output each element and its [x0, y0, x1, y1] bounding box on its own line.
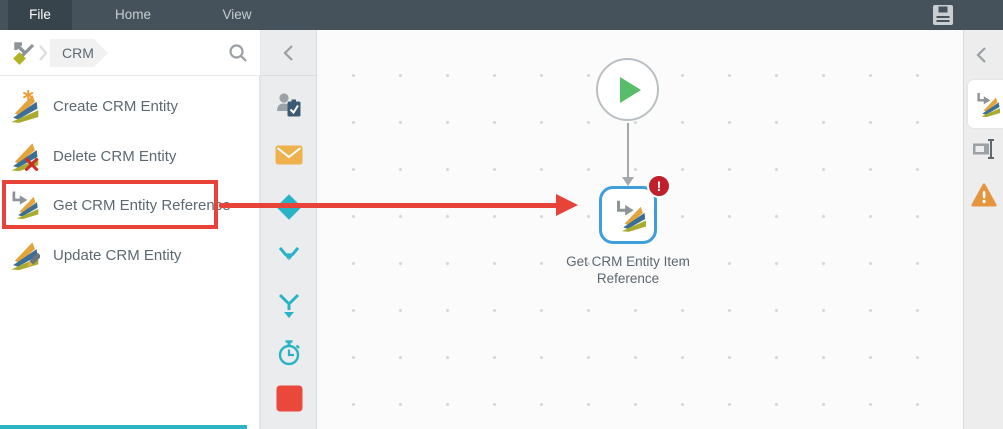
split-branches-icon [278, 247, 300, 261]
node-get-crm-entity-item-reference[interactable] [599, 186, 657, 244]
annotation-arrow-line [219, 203, 558, 208]
save-icon [933, 5, 953, 25]
tool-user-task[interactable] [269, 85, 309, 125]
list-item-update-crm-entity[interactable]: Update CRM Entity [8, 237, 248, 273]
chevron-right-icon [39, 45, 48, 61]
save-button[interactable] [932, 4, 954, 26]
quick-tools-toolbar [260, 30, 317, 429]
menu-bar: File Home View [0, 0, 1003, 30]
workflow-canvas[interactable]: ! Get CRM Entity Item Reference [318, 30, 963, 429]
list-item-get-crm-entity-reference[interactable]: Get CRM Entity Reference [8, 187, 248, 223]
sidebar-tab-warnings[interactable] [971, 183, 997, 212]
list-item-create-crm-entity[interactable]: Create CRM Entity [8, 88, 248, 124]
annotation-arrowhead-icon [556, 194, 578, 216]
breadcrumb: CRM [0, 30, 260, 76]
timer-icon [278, 340, 300, 366]
node-label: Get CRM Entity Item Reference [566, 254, 690, 286]
start-node[interactable] [596, 58, 659, 121]
play-icon [619, 76, 641, 103]
list-item-label: Delete CRM Entity [53, 147, 177, 165]
connector-arrowhead-icon [622, 177, 634, 186]
connector-line [627, 123, 629, 177]
rename-icon [973, 139, 994, 159]
delete-crm-entity-icon [11, 143, 39, 172]
search-icon[interactable] [228, 43, 248, 63]
sidebar-tab-rename[interactable] [972, 137, 996, 166]
tool-timer[interactable] [269, 333, 309, 373]
tab-view[interactable]: View [222, 7, 252, 22]
chevron-left-icon [283, 44, 294, 61]
chevron-left-icon [976, 46, 987, 64]
warning-icon [971, 183, 997, 207]
activities-panel: CRM Create CRM Entity [0, 30, 260, 429]
email-icon [275, 145, 303, 165]
merge-branches-icon [278, 293, 300, 318]
tool-split-branches[interactable] [269, 237, 309, 277]
user-task-icon [277, 93, 301, 117]
activity-icon [972, 89, 1000, 119]
stop-square-icon [276, 385, 302, 411]
list-item-label: Get CRM Entity Reference [53, 196, 231, 214]
tool-merge-branches[interactable] [269, 286, 309, 326]
tab-home[interactable]: Home [114, 7, 151, 22]
tool-email[interactable] [269, 135, 309, 175]
horizontal-scrollbar[interactable] [0, 425, 247, 429]
tool-stop[interactable] [269, 378, 309, 418]
tools-icon[interactable] [12, 40, 38, 66]
update-crm-entity-icon [11, 242, 40, 271]
tab-file[interactable]: File [8, 0, 72, 30]
get-crm-entity-reference-icon [610, 196, 646, 234]
list-item-label: Create CRM Entity [53, 97, 179, 115]
sidebar-tab-activity[interactable] [968, 80, 1003, 128]
error-badge[interactable]: ! [647, 174, 671, 198]
properties-sidebar [963, 30, 1003, 429]
sidebar-collapse-button[interactable] [974, 45, 989, 70]
list-item-delete-crm-entity[interactable]: Delete CRM Entity [8, 138, 248, 174]
breadcrumb-segment-crm[interactable]: CRM [50, 39, 108, 67]
list-item-label: Update CRM Entity [53, 246, 182, 264]
toolbar-collapse-button[interactable] [261, 30, 316, 76]
get-crm-entity-reference-icon [8, 186, 40, 224]
create-crm-entity-icon [11, 89, 39, 123]
